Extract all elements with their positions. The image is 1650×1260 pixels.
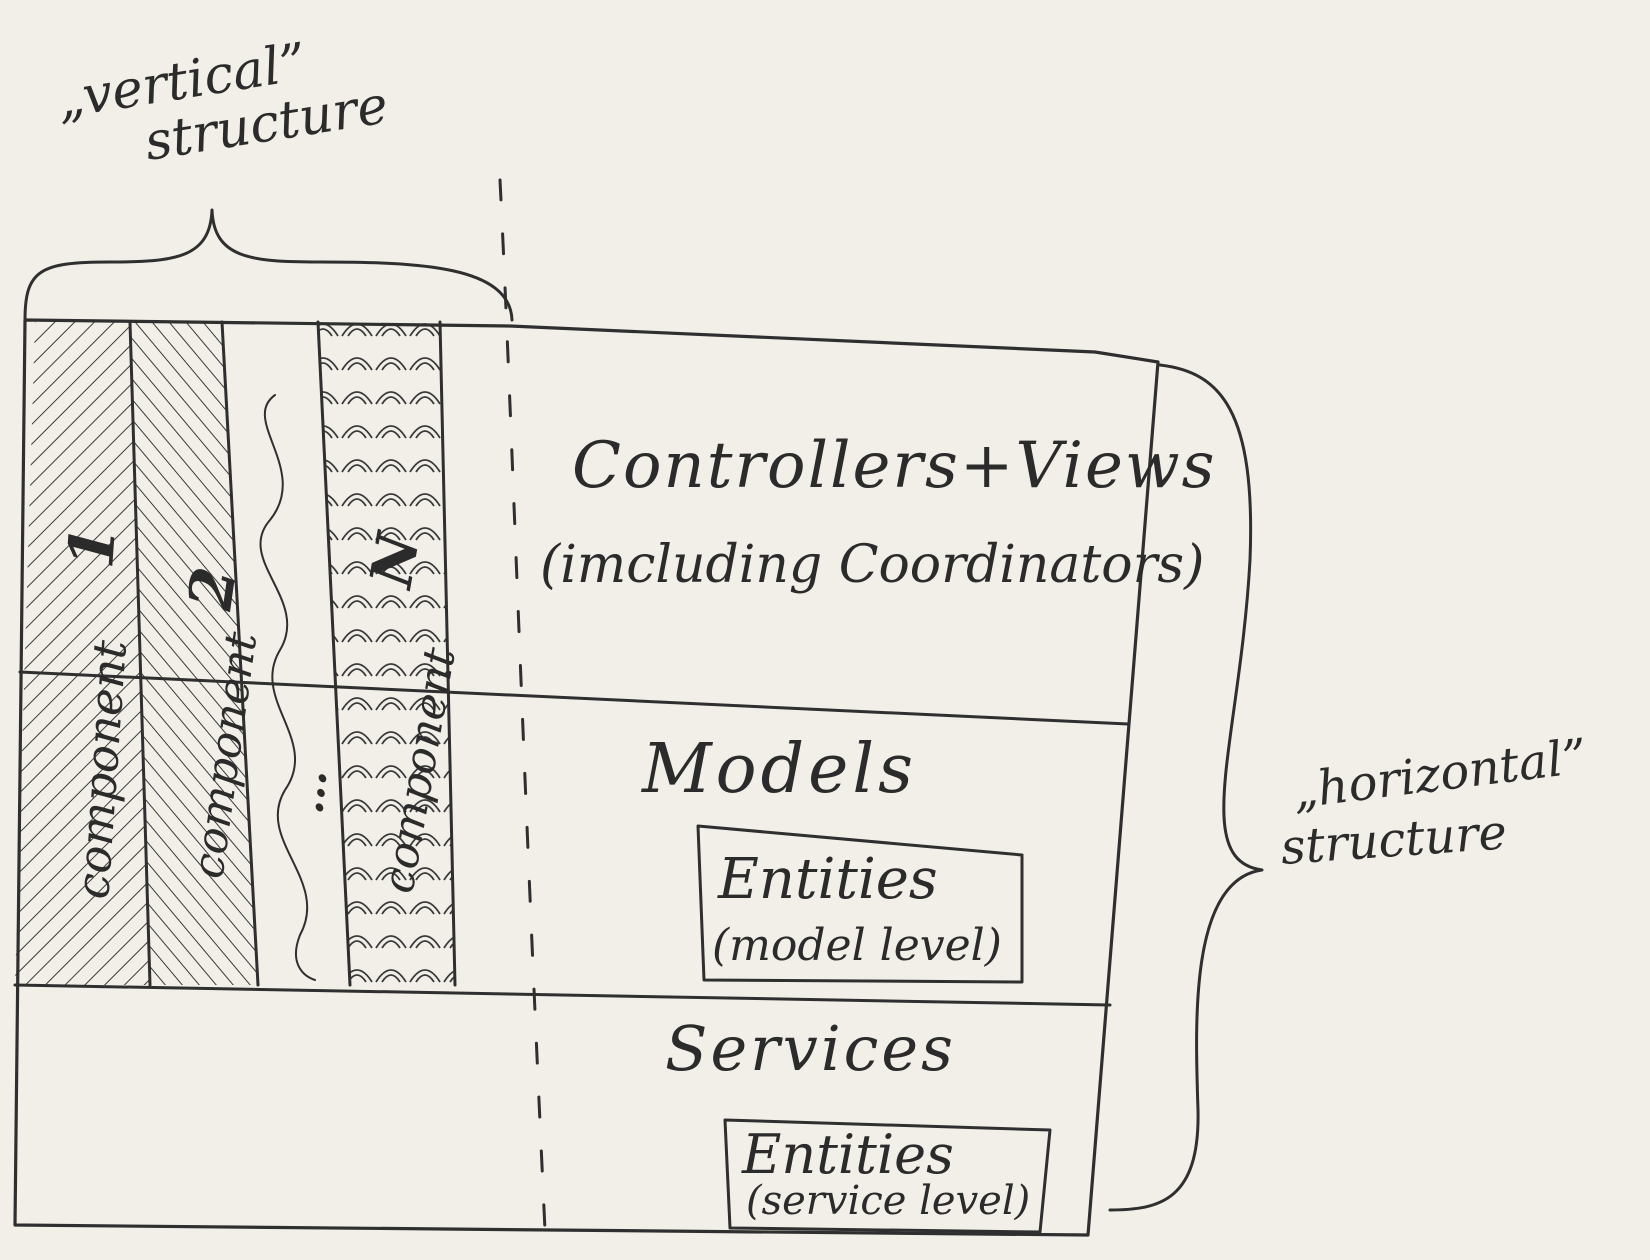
entities-service-box [723,1118,1052,1234]
services-layer: Services Entities (service level) [665,1012,1052,1234]
dashed-boundary [498,178,547,1232]
controllers-layer-subtitle: (imcluding Coordinators) [540,535,1204,595]
entities-model-box [696,824,1024,984]
component-1-number: 1 [54,523,130,571]
controllers-layer: Controllers+Views (imcluding Coordinator… [540,429,1217,595]
entities-model-title: Entities [717,847,938,912]
services-layer-title: Services [665,1012,956,1085]
horizontal-label-line1: „horizontal” [1290,728,1590,820]
entities-service-title: Entities [741,1123,954,1186]
layer-container [13,318,1160,1237]
component-2-column [130,322,258,985]
entities-service-subtitle: (service level) [746,1178,1030,1224]
vertical-structure-label: „vertical” structure [53,32,392,173]
component-n-column [318,322,455,985]
entities-model-subtitle: (model level) [712,920,1002,971]
component-1-column [15,322,150,985]
column-divider-2 [220,320,260,987]
column-divider-4 [438,320,457,987]
component-ellipsis-column [222,322,350,985]
controllers-layer-title: Controllers+Views [572,429,1217,503]
column-divider-3 [316,320,352,987]
column-divider-1 [128,320,152,987]
horizontal-brace [1108,363,1264,1212]
component-2-number: 2 [175,563,250,615]
component-ellipsis-label: ... [283,767,336,816]
models-layer: Models Entities (model level) [640,730,1024,984]
component-columns [15,322,455,985]
layer-separator-models-services [13,983,1112,1007]
layer-separator-controllers-models [18,670,1130,726]
models-layer-title: Models [640,730,917,809]
wavy-line [259,394,316,981]
vertical-brace [23,208,514,322]
horizontal-structure-label: „horizontal” structure [1279,728,1590,876]
